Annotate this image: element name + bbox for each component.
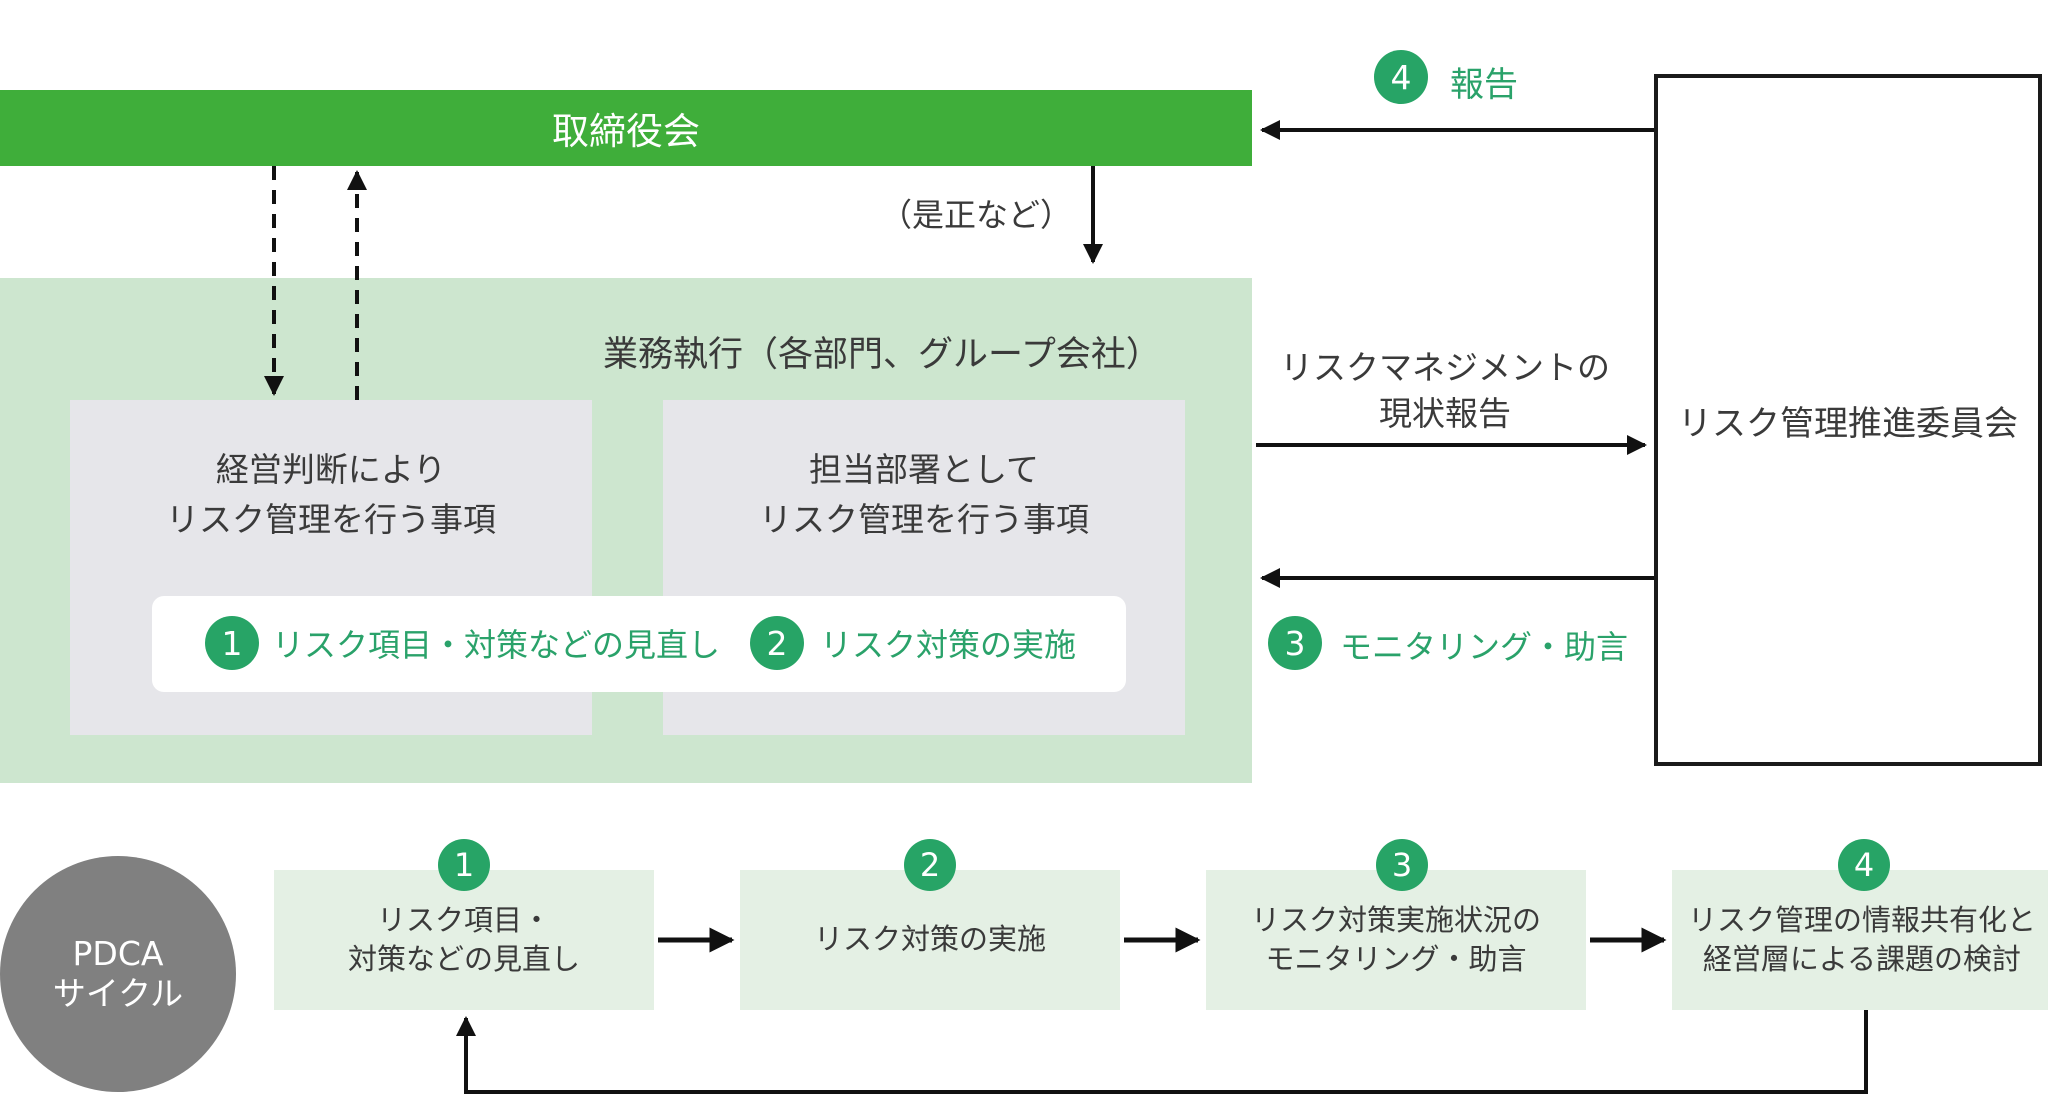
pdca-step-2-badge: 2 bbox=[904, 839, 956, 891]
management-judgment-text: 経営判断により リスク管理を行う事項 bbox=[70, 445, 592, 545]
pdca-step-4-badge: 4 bbox=[1838, 839, 1890, 891]
board-of-directors-bar: 取締役会 bbox=[0, 90, 1252, 166]
pdca-line2: サイクル bbox=[52, 974, 184, 1013]
management-judgment-line1: 経営判断により bbox=[215, 450, 447, 489]
inner-item1-label: リスク項目・対策などの見直し bbox=[272, 626, 721, 664]
pdca-line1: PDCA bbox=[72, 934, 164, 973]
pdca-circle: PDCA サイクル bbox=[0, 856, 236, 1092]
management-judgment-line2: リスク管理を行う事項 bbox=[166, 500, 496, 539]
pdca-step-1: リスク項目・ 対策などの見直し bbox=[274, 870, 654, 1010]
monitoring-label: モニタリング・助言 bbox=[1340, 628, 1629, 666]
department-text: 担当部署として リスク管理を行う事項 bbox=[663, 445, 1185, 545]
inner-actions-pill bbox=[152, 596, 1126, 692]
pdca-step-4: リスク管理の情報共有化と 経営層による課題の検討 bbox=[1672, 870, 2048, 1010]
pdca-step-3-line2: モニタリング・助言 bbox=[1265, 942, 1527, 976]
inner-item1-number-badge: 1 bbox=[205, 616, 259, 670]
pdca-step-4-line1: リスク管理の情報共有化と bbox=[1687, 902, 2036, 937]
business-execution-title: 業務執行（各部門、グループ会社） bbox=[603, 335, 1161, 375]
pdca-step-4-line2: 経営層による課題の検討 bbox=[1702, 942, 2022, 976]
risk-committee-box: リスク管理推進委員会 bbox=[1654, 74, 2042, 766]
pdca-step-1-line1: リスク項目・ bbox=[376, 902, 551, 937]
report-number-badge: 4 bbox=[1374, 50, 1428, 104]
risk-committee-label: リスク管理推進委員会 bbox=[1678, 403, 2018, 444]
monitoring-number-badge: 3 bbox=[1268, 616, 1322, 670]
pdca-step-1-badge: 1 bbox=[438, 839, 490, 891]
pdca-loop-arrow bbox=[456, 1010, 1868, 1094]
inner-item2-label: リスク対策の実施 bbox=[820, 626, 1077, 664]
department-line1: 担当部署として bbox=[808, 450, 1039, 489]
report-label: 報告 bbox=[1450, 65, 1518, 105]
pdca-step-3: リスク対策実施状況の モニタリング・助言 bbox=[1206, 870, 1586, 1010]
status-report-line1: リスクマネジメントの bbox=[1280, 348, 1610, 387]
inner-item2-number-badge: 2 bbox=[750, 616, 804, 670]
department-line2: リスク管理を行う事項 bbox=[759, 500, 1089, 539]
pdca-step-3-badge: 3 bbox=[1376, 839, 1428, 891]
board-label: 取締役会 bbox=[552, 110, 700, 153]
status-report-label: リスクマネジメントの 現状報告 bbox=[1270, 345, 1620, 437]
status-report-line2: 現状報告 bbox=[1379, 394, 1511, 433]
pdca-step-1-line2: 対策などの見直し bbox=[347, 942, 580, 976]
pdca-step-2: リスク対策の実施 bbox=[740, 870, 1120, 1010]
pdca-step-3-line1: リスク対策実施状況の bbox=[1250, 902, 1541, 937]
correction-label: （是正など） bbox=[880, 196, 1073, 234]
pdca-step-2-line1: リスク対策の実施 bbox=[813, 922, 1046, 957]
